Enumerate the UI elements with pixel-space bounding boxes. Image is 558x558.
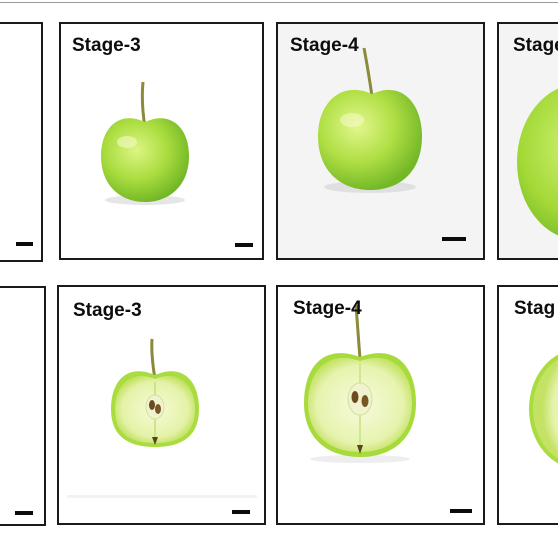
whole-apple-stage-3 xyxy=(101,81,189,205)
panel-whole-stage-5: Stage xyxy=(497,22,558,260)
top-divider-line xyxy=(0,2,558,3)
scale-bar xyxy=(450,509,472,513)
panel-label: Stage-4 xyxy=(293,298,362,319)
panel-label: Stage-3 xyxy=(73,300,142,321)
panel-whole-stage-2 xyxy=(0,22,43,262)
scale-bar xyxy=(442,237,466,241)
cut-apple-stage-4 xyxy=(304,304,416,463)
scale-bar xyxy=(232,510,250,514)
panel-cut-stage-3: Stage-3 xyxy=(57,285,266,525)
panel-whole-stage-3: Stage-3 xyxy=(59,22,264,260)
scale-bar xyxy=(16,242,33,246)
panel-whole-stage-4: Stage-4 xyxy=(276,22,485,260)
scale-bar xyxy=(15,511,33,515)
panel-cut-stage-2 xyxy=(0,286,46,526)
cut-apple-stage-5 xyxy=(529,354,558,464)
panel-cut-stage-5: Stag xyxy=(497,285,558,525)
panel-label: Stage xyxy=(513,35,558,56)
whole-apple-stage-4 xyxy=(318,47,422,193)
panel-label: Stage-4 xyxy=(290,35,359,56)
panel-cut-stage-4: Stage-4 xyxy=(276,285,485,525)
whole-apple-stage-5 xyxy=(517,88,558,236)
panel-label: Stage-3 xyxy=(72,35,141,56)
scale-bar xyxy=(235,243,253,247)
panel-label: Stag xyxy=(514,298,556,319)
cut-apple-stage-3 xyxy=(67,338,257,498)
